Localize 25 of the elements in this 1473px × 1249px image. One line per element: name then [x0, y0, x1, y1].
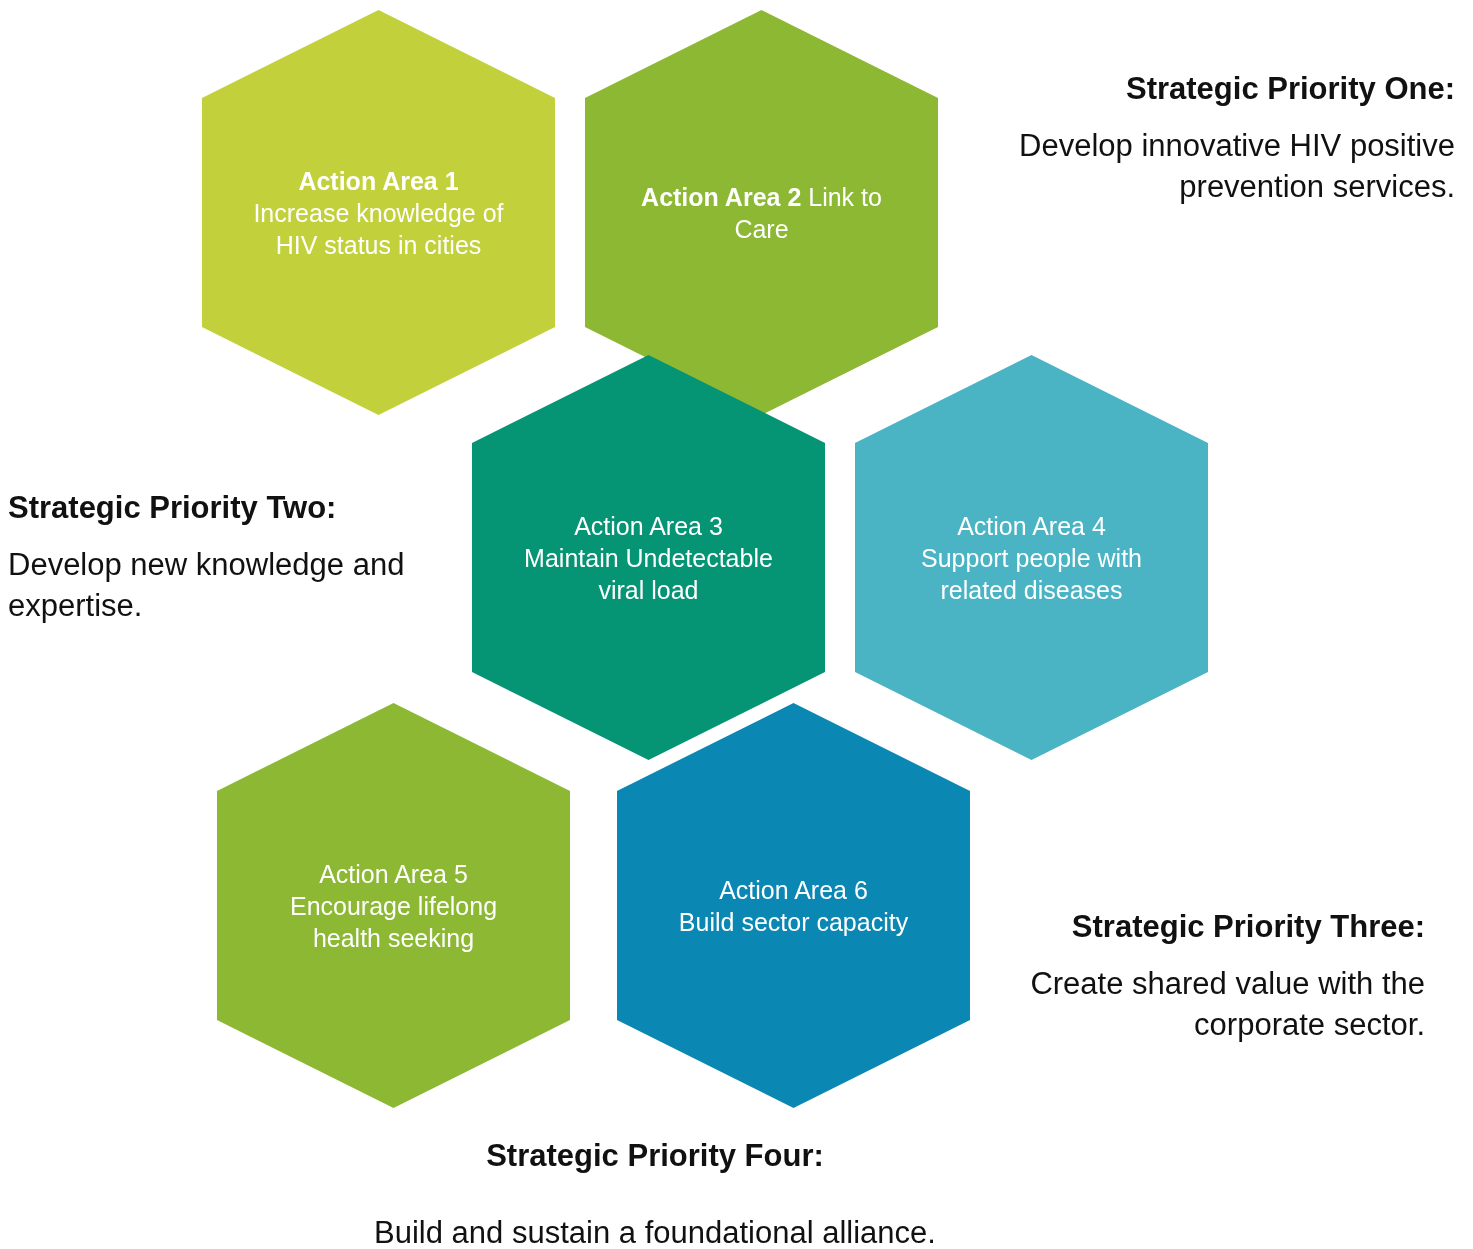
- node-text: Encourage lifelong health seeking: [288, 890, 499, 954]
- node-text: Maintain Undetectable viral load: [523, 542, 774, 606]
- hexagon: [202, 10, 555, 415]
- hexagon: [217, 703, 570, 1108]
- priority-heading: Strategic Priority Two:: [8, 489, 337, 527]
- priority-description: Build and sustain a foundational alliance.: [373, 1214, 937, 1249]
- priority-heading: Strategic Priority One:: [1125, 70, 1455, 108]
- node-heading: Action Area 3: [574, 510, 723, 542]
- hexagon: [585, 10, 938, 415]
- priority-description: Develop innovative HIV positive prevention services.: [1018, 127, 1455, 206]
- node-text: Build sector capacity: [678, 906, 909, 938]
- node-heading: Action Area 6: [719, 874, 868, 906]
- hexagon: [617, 703, 970, 1108]
- priority-heading: Strategic Priority Three:: [1071, 908, 1425, 946]
- priority-description: Create shared value with the corporate sector.: [1029, 965, 1425, 1044]
- node-heading: Action Area 5: [319, 858, 468, 890]
- node-heading: Action Area 4: [957, 510, 1106, 542]
- node-text: Increase knowledge of HIV status in cities: [252, 197, 505, 261]
- node-text: Support people with related diseases: [920, 542, 1143, 606]
- hexagon: [472, 355, 825, 760]
- priority-heading: Strategic Priority Four:: [485, 1137, 825, 1175]
- node-heading: Action Area 1: [298, 165, 459, 197]
- hexagon: [855, 355, 1208, 760]
- priority-description: Develop new knowledge and expertise.: [8, 546, 406, 625]
- node-text: Action Area 2 Link to Care: [640, 181, 883, 245]
